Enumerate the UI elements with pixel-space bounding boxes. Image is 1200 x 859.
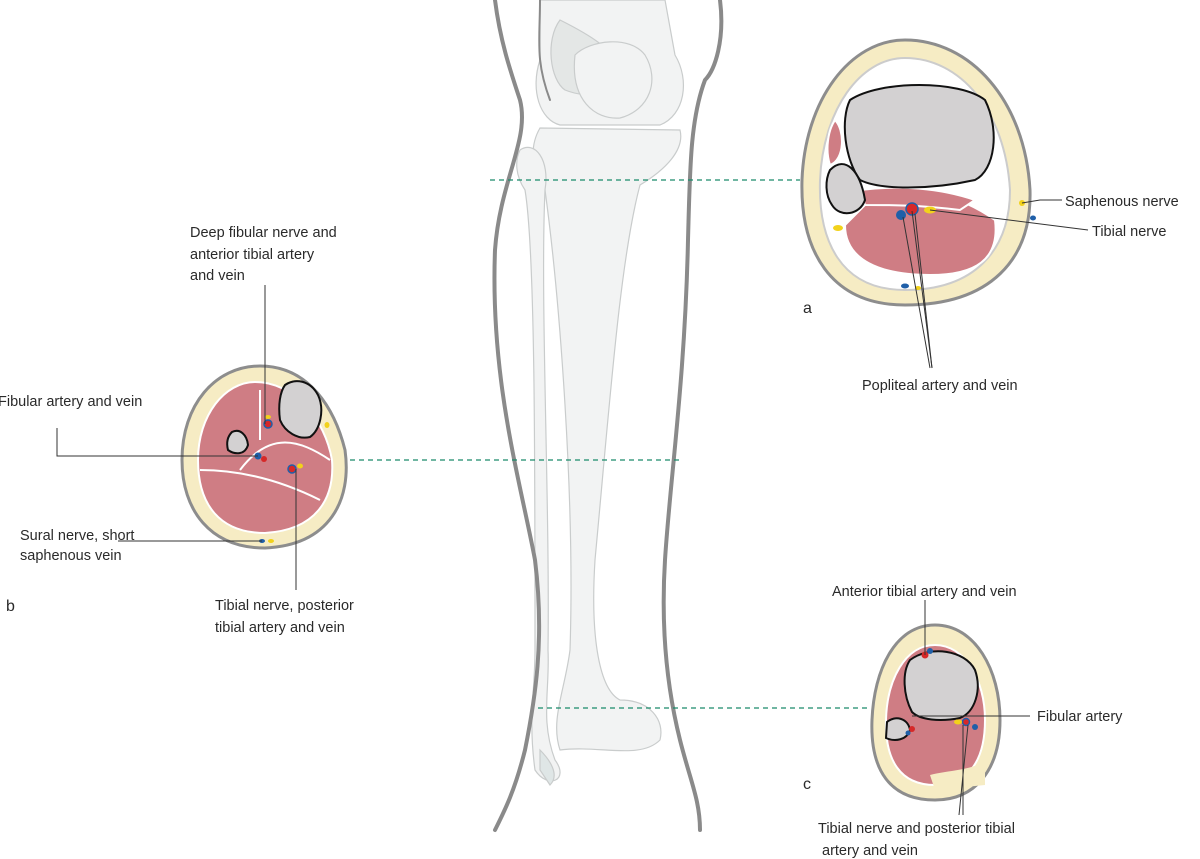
label-tibial-nerve-a: Tibial nerve: [1092, 224, 1166, 240]
label-fibular-artery: Fibular artery: [1037, 709, 1123, 725]
label-saphenous-nerve: Saphenous nerve: [1065, 194, 1179, 210]
label-sural-2: saphenous vein: [20, 548, 122, 564]
leg-outline: [492, 0, 724, 832]
label-popliteal: Popliteal artery and vein: [862, 378, 1018, 394]
label-deep-fibular-3: and vein: [190, 268, 245, 284]
cross-section-a: [800, 38, 1036, 307]
patella-section: [825, 163, 867, 215]
leg-bones: [516, 0, 684, 786]
tibia-section-c: [903, 650, 979, 721]
fibula: [516, 146, 561, 782]
fibula-section-c: [884, 717, 912, 741]
label-fibular-artery-vein: Fibular artery and vein: [0, 394, 142, 410]
label-tibial-c-2: artery and vein: [822, 843, 918, 859]
tibia-section: [278, 380, 323, 439]
cross-section-b: [180, 364, 348, 550]
panel-letter-b: b: [6, 598, 15, 615]
femur-section: [843, 84, 995, 189]
label-sural-1: Sural nerve, short: [20, 528, 134, 544]
label-tibial-b-2: tibial artery and vein: [215, 620, 345, 636]
label-anterior-tibial: Anterior tibial artery and vein: [832, 584, 1017, 600]
tibia: [532, 127, 682, 752]
label-tibial-b-1: Tibial nerve, posterior: [215, 598, 354, 614]
panel-letter-c: c: [803, 776, 811, 793]
patella: [573, 41, 653, 119]
panel-letter-a: a: [803, 300, 812, 317]
cross-section-c: [870, 623, 1002, 802]
fibula-section: [226, 429, 250, 455]
label-tibial-c-1: Tibial nerve and posterior tibial: [818, 821, 1015, 837]
label-deep-fibular-2: anterior tibial artery: [190, 247, 315, 263]
label-deep-fibular-1: Deep fibular nerve and: [190, 225, 337, 241]
